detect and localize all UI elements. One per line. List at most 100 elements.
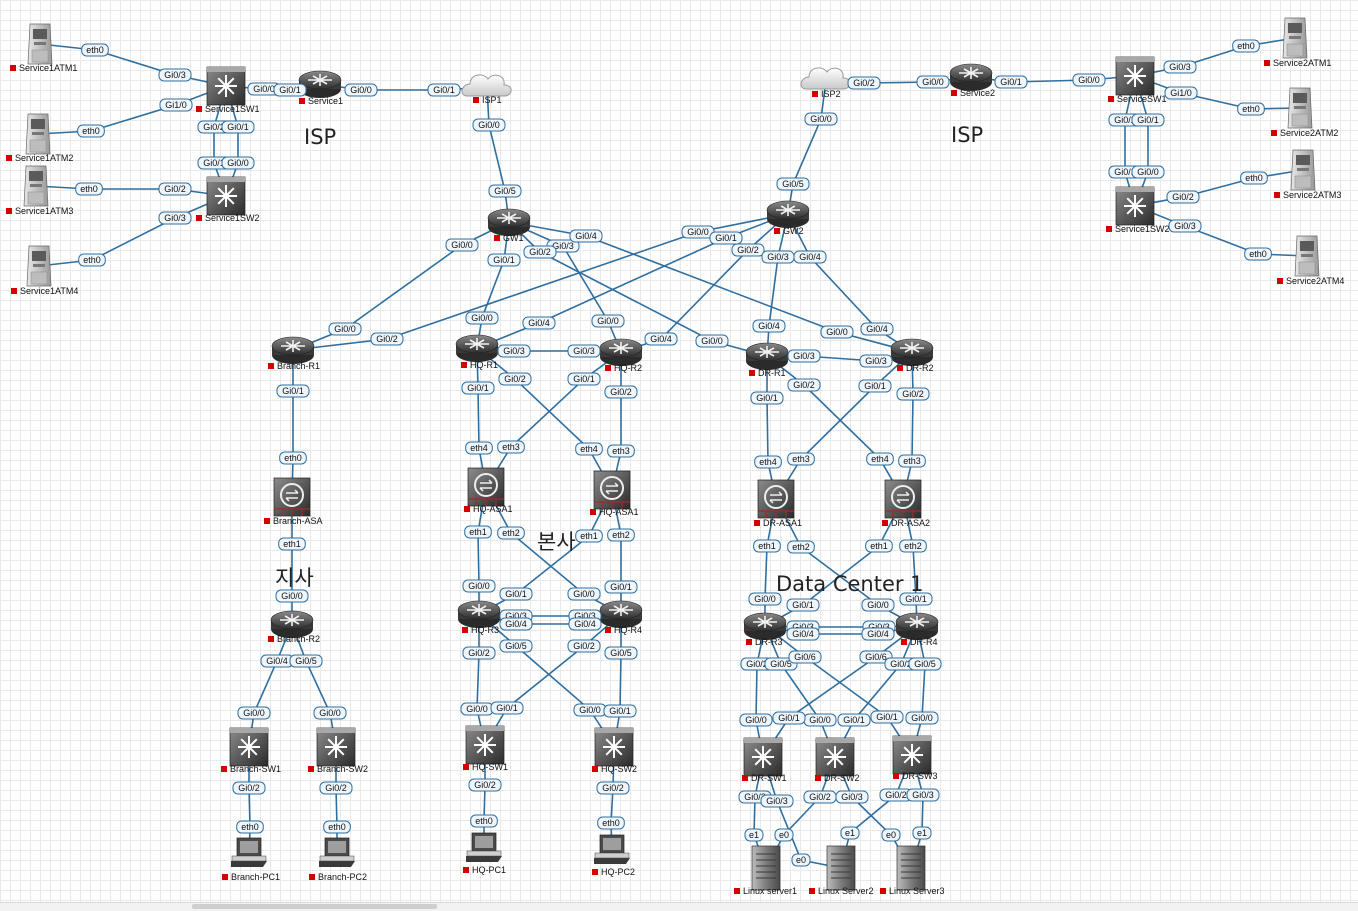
device-BranchR1[interactable]: Branch-R1 <box>268 336 320 371</box>
port-label[interactable]: eth1 <box>464 525 492 539</box>
port-label[interactable]: eth2 <box>607 528 635 542</box>
port-label[interactable]: eth0 <box>81 43 109 57</box>
port-label[interactable]: eth0 <box>75 182 103 196</box>
port-label[interactable]: Gi0/2 <box>462 646 496 660</box>
device-HQPC1[interactable]: HQ-PC1 <box>463 832 506 875</box>
link-GW1-HQR1[interactable] <box>476 221 510 349</box>
port-label[interactable]: Gi0/0 <box>804 112 838 126</box>
device-HQR2[interactable]: HQ-R2 <box>599 338 643 373</box>
port-label[interactable]: Gi0/0 <box>681 225 715 239</box>
device-DRR1[interactable]: DR-R1 <box>745 342 789 378</box>
port-label[interactable]: Gi0/1 <box>427 83 461 97</box>
port-label[interactable]: Gi0/3 <box>761 250 795 264</box>
port-label[interactable]: Gi0/1 <box>750 391 784 405</box>
port-label[interactable]: Gi0/1 <box>899 592 933 606</box>
link-GW2-DRR2[interactable] <box>787 213 913 353</box>
port-label[interactable]: Gi1/0 <box>159 98 193 112</box>
device-HQPC2[interactable]: HQ-PC2 <box>592 834 635 877</box>
horizontal-scrollbar[interactable] <box>0 902 1358 911</box>
device-BranchSW2[interactable]: Branch-SW2 <box>308 727 368 774</box>
device-DRSW1[interactable]: DR-SW1 <box>742 737 787 783</box>
port-label[interactable]: Gi0/4 <box>860 322 894 336</box>
port-label[interactable]: Gi0/0 <box>445 238 479 252</box>
device-DRR3[interactable]: DR-R3 <box>743 612 787 647</box>
port-label[interactable]: eth1 <box>865 539 893 553</box>
link-DRASA1-DRR3[interactable] <box>764 498 777 626</box>
port-label[interactable]: eth0 <box>1232 39 1260 53</box>
device-Service1ATM3[interactable]: Service1ATM3 <box>6 165 73 216</box>
port-label[interactable]: Gi0/2 <box>803 790 837 804</box>
link-ISP2-GW2[interactable] <box>787 79 827 215</box>
device-ISP1[interactable]: ISP1 <box>461 74 512 105</box>
port-label[interactable]: Gi0/0 <box>275 589 309 603</box>
port-label[interactable]: Gi0/1 <box>604 580 638 594</box>
port-label[interactable]: Gi0/3 <box>760 794 794 808</box>
port-label[interactable]: Gi0/1 <box>567 372 601 386</box>
port-label[interactable]: Gi0/0 <box>905 711 939 725</box>
port-label[interactable]: Gi0/4 <box>499 617 533 631</box>
device-Service2[interactable]: Service2 <box>949 63 995 98</box>
link-DRR4-DRSW1[interactable] <box>762 625 918 758</box>
port-label[interactable]: Gi0/0 <box>695 334 729 348</box>
port-label[interactable]: Gi0/2 <box>787 378 821 392</box>
port-label[interactable]: eth0 <box>470 814 498 828</box>
port-label[interactable]: Gi0/3 <box>158 211 192 225</box>
port-label[interactable]: Gi0/4 <box>786 627 820 641</box>
port-label[interactable]: Gi0/0 <box>472 118 506 132</box>
port-label[interactable]: Gi0/0 <box>237 706 271 720</box>
link-GW2-DRR1[interactable] <box>766 213 789 357</box>
port-label[interactable]: Gi0/2 <box>847 76 881 90</box>
port-label[interactable]: e1 <box>744 828 764 842</box>
port-label[interactable]: Gi0/3 <box>497 344 531 358</box>
port-label[interactable]: Gi0/1 <box>603 704 637 718</box>
port-label[interactable]: Gi0/5 <box>764 657 798 671</box>
link-HQASA1b-HQR3[interactable] <box>478 489 613 615</box>
port-label[interactable]: Gi0/2 <box>567 639 601 653</box>
port-label[interactable]: Gi0/1 <box>221 120 255 134</box>
port-label[interactable]: eth0 <box>323 820 351 834</box>
port-label[interactable]: Gi0/0 <box>803 713 837 727</box>
port-label[interactable]: Gi0/1 <box>487 253 521 267</box>
link-HQR1-HQASA1b[interactable] <box>476 347 613 491</box>
port-label[interactable]: Gi0/0 <box>916 75 950 89</box>
port-label[interactable]: Gi0/2 <box>498 372 532 386</box>
link-HQASA1-HQR4[interactable] <box>485 486 622 615</box>
link-Service1ATM2-Service1SW1[interactable] <box>37 85 227 135</box>
port-label[interactable]: eth0 <box>77 124 105 138</box>
link-DRASA2-DRR3[interactable] <box>764 498 904 627</box>
link-Service1ATM1-Service1SW1[interactable] <box>39 43 227 87</box>
port-label[interactable]: Gi1/0 <box>1164 86 1198 100</box>
device-DRSW2[interactable]: DR-SW2 <box>815 737 860 783</box>
port-label[interactable]: Gi0/0 <box>1072 73 1106 87</box>
port-label[interactable]: Gi0/3 <box>835 790 869 804</box>
port-label[interactable]: Gi0/1 <box>870 710 904 724</box>
link-DRASA2-DRR4[interactable] <box>902 498 918 627</box>
port-label[interactable]: Gi0/2 <box>370 332 404 346</box>
link-HQR2-HQASA1[interactable] <box>485 351 622 488</box>
port-label[interactable]: Gi0/5 <box>908 657 942 671</box>
port-label[interactable]: eth2 <box>899 539 927 553</box>
port-label[interactable]: Gi0/4 <box>644 332 678 346</box>
device-DRASA2[interactable]: DR-ASA2 <box>882 479 930 528</box>
port-label[interactable]: Gi0/3 <box>859 354 893 368</box>
port-label[interactable]: e0 <box>791 853 811 867</box>
port-label[interactable]: Gi0/4 <box>568 617 602 631</box>
device-HQSW2[interactable]: HQ-SW2 <box>592 727 637 774</box>
device-DRR2[interactable]: DR-R2 <box>890 338 934 373</box>
device-DRSW3[interactable]: DR-SW3 <box>892 735 938 781</box>
port-label[interactable]: Gi0/4 <box>752 319 786 333</box>
port-label[interactable]: Gi0/1 <box>786 598 820 612</box>
port-label[interactable]: e1 <box>912 826 932 840</box>
port-label[interactable]: Gi0/4 <box>522 316 556 330</box>
link-DRR3-DRSW3[interactable] <box>764 625 913 756</box>
port-label[interactable]: eth0 <box>1237 102 1265 116</box>
port-label[interactable]: Gi0/1 <box>837 713 871 727</box>
port-label[interactable]: Gi0/0 <box>567 587 601 601</box>
link-ServiceSW1-Service2ATM2[interactable] <box>1134 75 1301 110</box>
link-DRR1-DRASA2[interactable] <box>766 355 904 500</box>
device-DRASA1[interactable]: DR-ASA1 <box>754 479 802 528</box>
device-BranchPC2[interactable]: Branch-PC2 <box>309 837 367 882</box>
port-label[interactable]: Gi0/0 <box>573 703 607 717</box>
port-label[interactable]: Gi0/5 <box>776 177 810 191</box>
port-label[interactable]: Gi0/5 <box>499 639 533 653</box>
